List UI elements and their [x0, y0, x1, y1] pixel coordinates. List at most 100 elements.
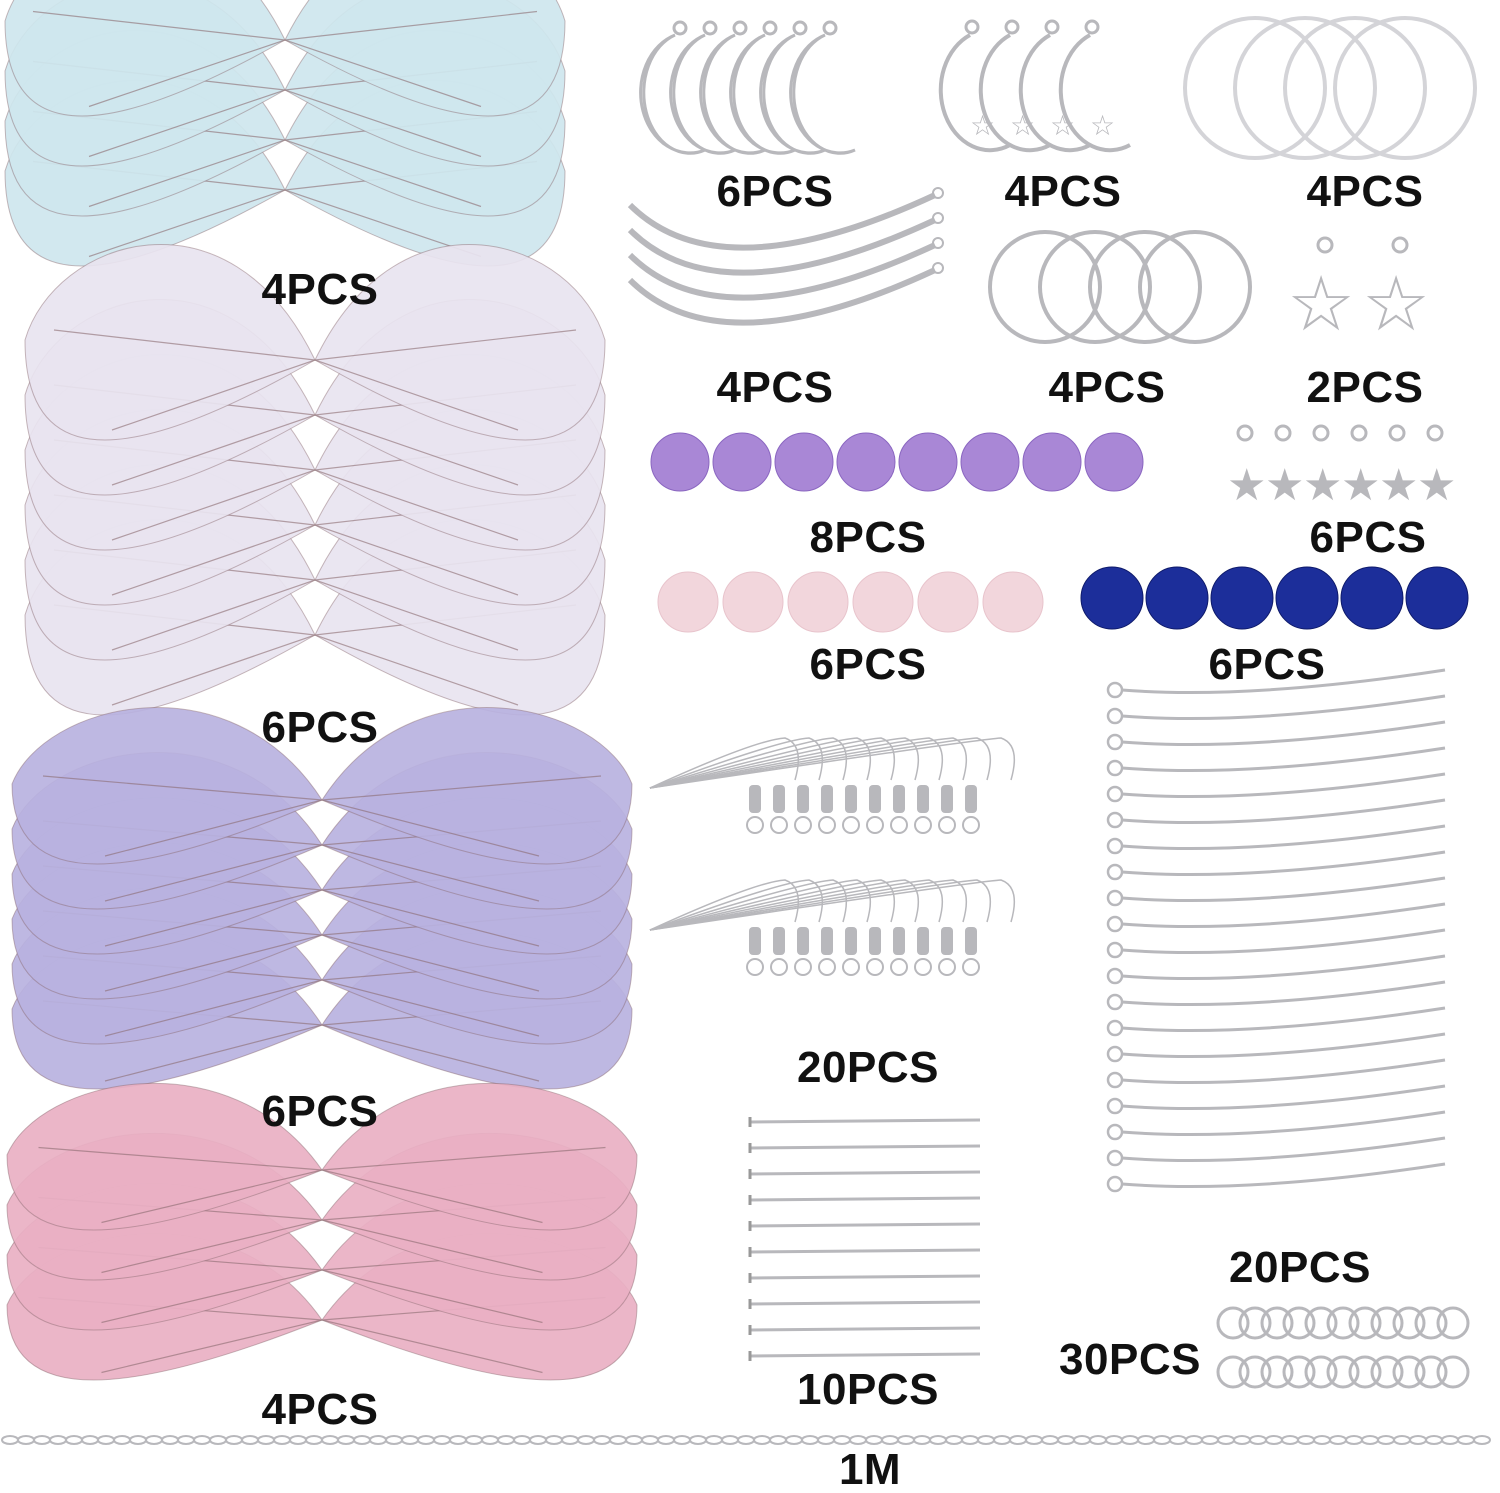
chain-link: [1057, 1435, 1075, 1445]
chain-link: [1313, 1435, 1331, 1445]
blue-bead: [1080, 566, 1144, 630]
eye-pin-loop: [1106, 1045, 1124, 1063]
jump-ring: [1348, 1355, 1382, 1389]
chain-link: [577, 1435, 595, 1445]
chain-link: [321, 1435, 339, 1445]
chain-link: [33, 1435, 51, 1445]
large-ring: [1283, 16, 1427, 160]
eye-pin: [1121, 980, 1446, 1006]
chain-link: [913, 1435, 931, 1445]
eye-pin: [1121, 824, 1446, 850]
chain-link: [1185, 1435, 1203, 1445]
chain-link: [481, 1435, 499, 1445]
eye-pin: [1121, 798, 1446, 824]
chain-link: [1233, 1435, 1251, 1445]
chain-link: [961, 1435, 979, 1445]
eye-pin: [1121, 694, 1446, 720]
chain-link: [417, 1435, 435, 1445]
earring-hook-coil: [893, 785, 905, 813]
chain-link: [225, 1435, 243, 1445]
blue-bead: [1340, 566, 1404, 630]
jump-ring: [1238, 1306, 1272, 1340]
chain-link: [897, 1435, 915, 1445]
earring-hook-loop: [890, 816, 908, 834]
earring-hook-loop: [914, 816, 932, 834]
eye-pin: [1121, 902, 1446, 928]
purple-bead: [712, 432, 772, 492]
medium-ring: [1038, 230, 1152, 344]
moon-charm: [789, 33, 856, 155]
eye-pin: [1121, 1032, 1446, 1058]
star-charm-loop: [1388, 424, 1406, 442]
label-star-pendants: 2PCS: [1306, 363, 1424, 412]
eye-pin-loop: [1106, 1071, 1124, 1089]
chain-link: [17, 1435, 35, 1445]
moon-star-charm-loop: [964, 19, 980, 35]
star-charm: ★: [1379, 460, 1418, 511]
chain-link: [369, 1435, 387, 1445]
star-charm: ★: [1303, 460, 1342, 511]
earring-hook-loop: [914, 958, 932, 976]
earring-hook-loop: [794, 816, 812, 834]
head-pin: [749, 1326, 981, 1332]
earring-hook-loop: [770, 958, 788, 976]
earring-hook-loop: [842, 816, 860, 834]
earring-hook-wire: [649, 879, 920, 931]
label-large-rings: 4PCS: [1306, 167, 1424, 216]
earring-hook-coil: [749, 785, 761, 813]
curved-tube-loop: [932, 237, 944, 249]
label-earring-hooks: 20PCS: [797, 1043, 939, 1092]
label-head-pins: 10PCS: [797, 1365, 939, 1414]
earring-hook-wire: [649, 879, 992, 931]
label-chain: 1M: [838, 1445, 902, 1493]
moon-charm-loop: [822, 20, 838, 36]
chain-link: [689, 1435, 707, 1445]
eye-pin: [1121, 1006, 1446, 1032]
eye-pin: [1121, 668, 1446, 694]
chain-link: [1121, 1435, 1139, 1445]
chain-link: [113, 1435, 131, 1445]
eye-pin: [1121, 1110, 1446, 1136]
chain-link: [1025, 1435, 1043, 1445]
star-charm: ★: [1265, 460, 1304, 511]
curved-tube: [627, 217, 937, 276]
eye-pin-loop: [1106, 941, 1124, 959]
chain-link: [1393, 1435, 1411, 1445]
chain-link: [257, 1435, 275, 1445]
label-purple-beads: 8PCS: [809, 513, 927, 562]
chain-link: [81, 1435, 99, 1445]
chain-link: [241, 1435, 259, 1445]
jump-ring: [1436, 1355, 1470, 1389]
star-charm-loop: [1274, 424, 1292, 442]
jump-ring: [1436, 1306, 1470, 1340]
earring-hook-loop: [842, 958, 860, 976]
chain-link: [641, 1435, 659, 1445]
eye-pin: [1121, 954, 1446, 980]
label-jump-rings: 30PCS: [1059, 1335, 1201, 1384]
earring-hook-coil: [797, 927, 809, 955]
earring-hook-loop: [938, 816, 956, 834]
chain-link: [673, 1435, 691, 1445]
chain-link: [1201, 1435, 1219, 1445]
jump-ring: [1392, 1306, 1426, 1340]
purple-bead: [960, 432, 1020, 492]
earring-hook-wire: [649, 879, 824, 931]
label-wings-pink: 4PCS: [261, 1385, 379, 1434]
earring-hook-loop: [746, 958, 764, 976]
chain-link: [545, 1435, 563, 1445]
chain-link: [801, 1435, 819, 1445]
earring-hook-coil: [965, 927, 977, 955]
star-pendant-loop: [1316, 236, 1334, 254]
blue-bead: [1405, 566, 1469, 630]
pink-bead: [917, 571, 979, 633]
earring-hook-loop: [818, 816, 836, 834]
moon-star-charm: [978, 33, 1051, 153]
star-charm-loop: [1236, 424, 1254, 442]
chain-link: [1281, 1435, 1299, 1445]
blue-bead: [1275, 566, 1339, 630]
moon-charm-loop: [762, 20, 778, 36]
chain-link: [497, 1435, 515, 1445]
chain-link: [129, 1435, 147, 1445]
earring-hook-loop: [770, 816, 788, 834]
